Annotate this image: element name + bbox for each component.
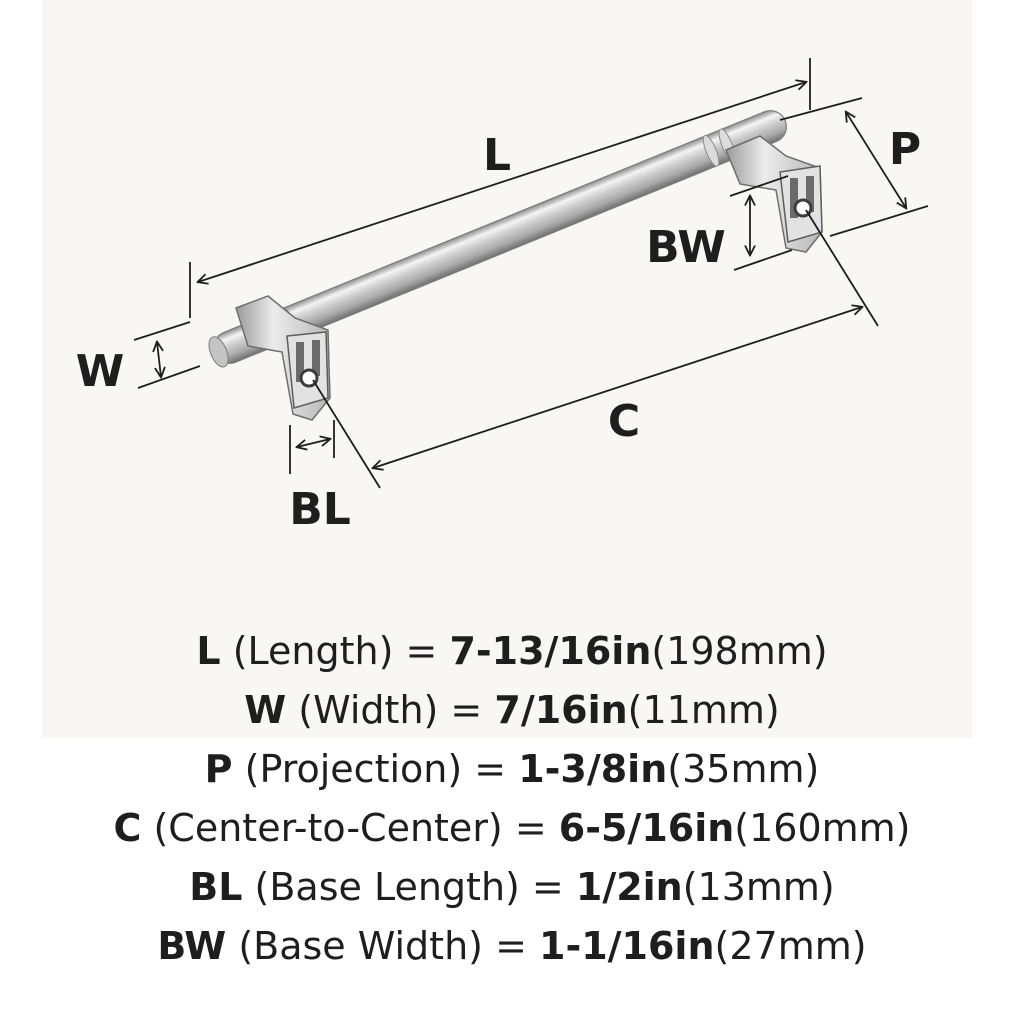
spec-base-length: BL (Base Length) = 1/2in(13mm): [0, 858, 1024, 917]
spec-symbol: BL: [189, 865, 243, 909]
spec-symbol: L: [196, 629, 221, 673]
spec-symbol: BW: [157, 924, 227, 968]
dimension-line-projection: [779, 97, 929, 237]
spec-name: (Base Length) =: [254, 865, 564, 909]
right-post: [725, 135, 823, 253]
spec-symbol: W: [244, 688, 287, 732]
spec-metric: (27mm): [714, 924, 867, 968]
label-base-width: BW: [646, 222, 726, 273]
spec-name: (Base Width) =: [238, 924, 527, 968]
spec-metric: (160mm): [734, 806, 911, 850]
label-length: L: [483, 130, 511, 181]
dimension-line-width: [133, 321, 201, 389]
spec-list: L (Length) = 7-13/16in(198mm) W (Width) …: [0, 622, 1024, 976]
spec-value: 1-1/16in: [539, 924, 715, 968]
spec-value: 7/16in: [494, 688, 628, 732]
dimension-line-base-length: [289, 420, 335, 474]
spec-width: W (Width) = 7/16in(11mm): [0, 681, 1024, 740]
label-center: C: [608, 396, 640, 447]
spec-metric: (35mm): [667, 747, 820, 791]
spec-metric: (11mm): [627, 688, 780, 732]
spec-center-to-center: C (Center-to-Center) = 6-5/16in(160mm): [0, 799, 1024, 858]
spec-name: (Width) =: [298, 688, 483, 732]
label-projection: P: [889, 124, 921, 175]
spec-name: (Projection) =: [244, 747, 507, 791]
dimension-line-center: [312, 209, 879, 489]
spec-value: 1-3/8in: [518, 747, 668, 791]
spec-name: (Center-to-Center) =: [153, 806, 547, 850]
label-base-length: BL: [289, 484, 351, 535]
spec-name: (Length) =: [232, 629, 438, 673]
spec-length: L (Length) = 7-13/16in(198mm): [0, 622, 1024, 681]
dimension-line-length: [189, 58, 811, 318]
spec-projection: P (Projection) = 1-3/8in(35mm): [0, 740, 1024, 799]
spec-symbol: P: [204, 747, 233, 791]
dimension-diagram: L W P BW C BL: [76, 58, 929, 535]
label-width: W: [76, 346, 125, 397]
spec-base-width: BW (Base Width) = 1-1/16in(27mm): [0, 917, 1024, 976]
spec-value: 1/2in: [575, 865, 683, 909]
spec-metric: (13mm): [682, 865, 835, 909]
spec-value: 6-5/16in: [558, 806, 735, 850]
dimension-line-base-width: [729, 175, 793, 271]
spec-metric: (198mm): [651, 629, 828, 673]
spec-value: 7-13/16in: [449, 629, 652, 673]
spec-symbol: C: [113, 806, 142, 850]
